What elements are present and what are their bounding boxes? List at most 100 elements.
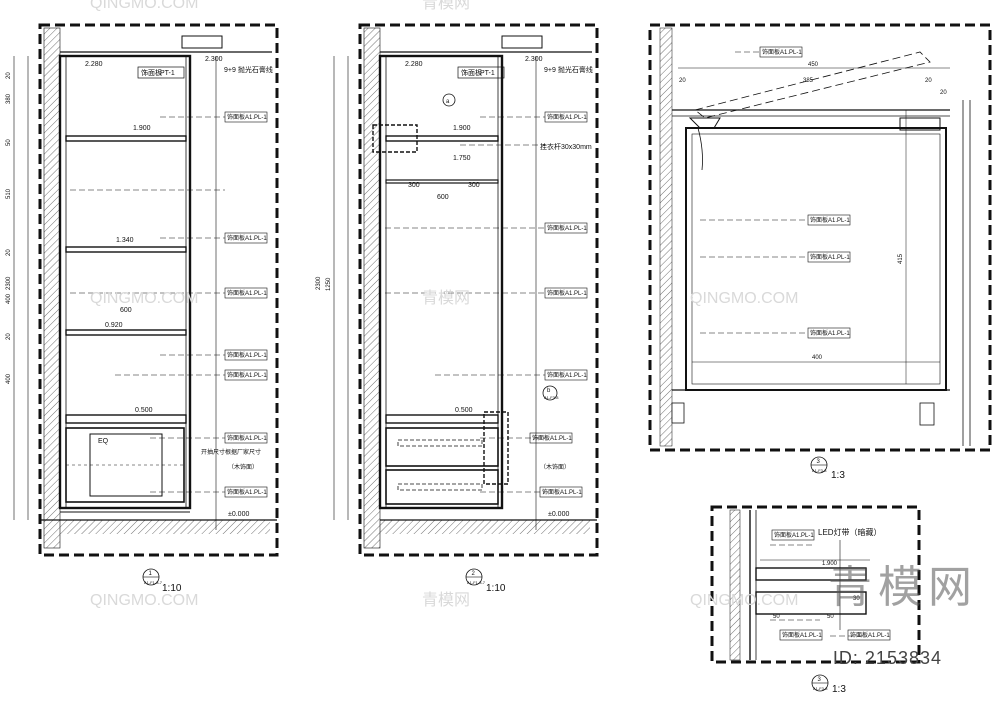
level-mark: 1.750 <box>453 155 471 162</box>
dim-text: 400 <box>812 355 823 361</box>
dim-text: 30 <box>853 596 860 602</box>
hanging-rail <box>385 179 499 184</box>
view-number: 3 <box>818 677 822 683</box>
level-mark: 2.300 <box>525 56 543 63</box>
callout-b-ref: A1-F3-8 <box>544 395 559 400</box>
finish-tag-label: 饰面板 <box>461 68 482 77</box>
finish-tag-text: A1.PL-1 <box>800 633 822 639</box>
stone-note: 9+9 抛光石膏线 <box>224 65 273 74</box>
side-note: （木饰面） <box>228 463 258 471</box>
total-dim: 2300 <box>316 276 322 290</box>
finish-tag-text: A1.PL-1 <box>245 291 267 297</box>
side-note: （木饰面） <box>540 463 570 471</box>
level-mark: 1.900 <box>822 561 838 567</box>
finish-tag-text: 饰面板 <box>227 371 245 379</box>
stone-note: 9+9 抛光石膏线 <box>544 65 593 74</box>
level-mark: 2.300 <box>205 56 223 63</box>
finish-tag-text: 饰面板 <box>227 234 245 242</box>
drawer <box>65 427 185 503</box>
callout-b-label: b <box>547 388 551 394</box>
finish-tag-text: 饰面板 <box>532 434 550 442</box>
finish-tag-text: 饰面板 <box>227 113 245 121</box>
dim-text: 450 <box>808 62 819 68</box>
level-mark: 2.280 <box>405 61 423 68</box>
detail-callout-b <box>483 411 509 485</box>
total-dim: 2300 <box>6 276 12 290</box>
finish-tag-text: 饰面板 <box>810 253 828 261</box>
dim-text: 1250 <box>326 277 332 291</box>
view-scale: 1:10 <box>486 583 506 594</box>
watermark-text: 青模网 <box>422 591 470 609</box>
level-mark: ±0.000 <box>548 511 569 518</box>
finish-tag-text: 饰面板 <box>774 531 792 539</box>
elevation-1: 20 380 50 510 20 400 20 400 饰面板 PT-1 2.2… <box>6 23 279 594</box>
view-boundary <box>358 23 599 557</box>
finish-tag-text: 饰面板 <box>762 48 780 56</box>
finish-tag-text: A1.PL-1 <box>245 490 267 496</box>
finish-tag-text: A1.PL-1 <box>245 115 267 121</box>
dim-text: 380 <box>6 93 12 104</box>
dim-text: 510 <box>6 188 12 199</box>
led-note: LED灯带（暗藏） <box>818 527 882 537</box>
view-scale: 1:3 <box>832 684 846 695</box>
drawer <box>385 469 499 505</box>
finish-tag-text: A1.PL-1 <box>565 226 587 232</box>
drawer <box>385 427 499 467</box>
dim-text: 20 <box>6 333 12 340</box>
width-dim: 300 <box>468 182 480 189</box>
view-scale: 1:3 <box>831 470 845 481</box>
watermark-text: 青模网 <box>422 289 470 307</box>
finish-tag-text: A1.PL-1 <box>565 115 587 121</box>
finish-tag-text: 饰面板 <box>227 488 245 496</box>
view-ref: A1-F1-3-7 <box>144 580 163 585</box>
watermark-text: QINGMO.COM <box>90 0 198 12</box>
watermark-text: QINGMO.COM <box>90 290 198 307</box>
detail-callout-a <box>372 124 418 153</box>
view-ref: A1-F3-8 <box>813 686 828 691</box>
finish-tag-text: A1.PL-1 <box>245 353 267 359</box>
view-number: 1 <box>149 571 153 577</box>
finish-tag-text: 饰面板 <box>547 224 565 232</box>
view-number: 2 <box>472 571 476 577</box>
dim-text: 50 <box>827 614 834 620</box>
finish-tag-text: A1.PL-1 <box>780 50 802 56</box>
watermark: QINGMO.COM 青模网 QINGMO.COM QINGMO.COM 青模网… <box>90 0 798 609</box>
view-scale: 1:10 <box>162 583 182 594</box>
finish-tag-text: 饰面板 <box>547 289 565 297</box>
finish-tag-text: A1.PL-1 <box>550 436 572 442</box>
finish-tag-text: A1.PL-1 <box>828 331 850 337</box>
shelf <box>65 246 187 253</box>
dim-text: 400 <box>6 373 12 384</box>
level-mark: 1.900 <box>453 125 471 132</box>
finish-tag-text: A1.PL-1 <box>828 255 850 261</box>
finish-tag-text: A1.PL-1 <box>828 218 850 224</box>
view-boundary <box>648 23 992 452</box>
shelf <box>65 135 187 142</box>
width-dim: EQ <box>98 438 109 445</box>
finish-tag-text: 饰面板 <box>782 631 800 639</box>
finish-tag-text: 饰面板 <box>810 216 828 224</box>
dim-text: 20 <box>925 78 932 84</box>
finish-tag-text: A1.PL-1 <box>245 236 267 242</box>
level-mark: 1.900 <box>133 125 151 132</box>
finish-tag-text: A1.PL-1 <box>792 533 814 539</box>
finish-tag-text: 饰面板 <box>227 351 245 359</box>
dim-text: 20 <box>6 72 12 79</box>
view-boundary <box>38 23 279 557</box>
shelf <box>65 414 187 424</box>
level-mark: 1.340 <box>116 237 134 244</box>
drawer-note: 开抽尺寸根据厂家尺寸 <box>201 448 261 456</box>
level-mark: ±0.000 <box>228 511 249 518</box>
view-ref: A1-F3-8 <box>812 468 827 473</box>
view-number: 3 <box>817 459 821 465</box>
callout-a-label: a <box>446 99 450 105</box>
asset-id: ID: 2153834 <box>832 648 942 668</box>
view-ref: A1-F1-3-7 <box>467 580 486 585</box>
level-mark: 2.280 <box>85 61 103 68</box>
level-mark: 0.500 <box>135 407 153 414</box>
dim-text: 50 <box>6 139 12 146</box>
